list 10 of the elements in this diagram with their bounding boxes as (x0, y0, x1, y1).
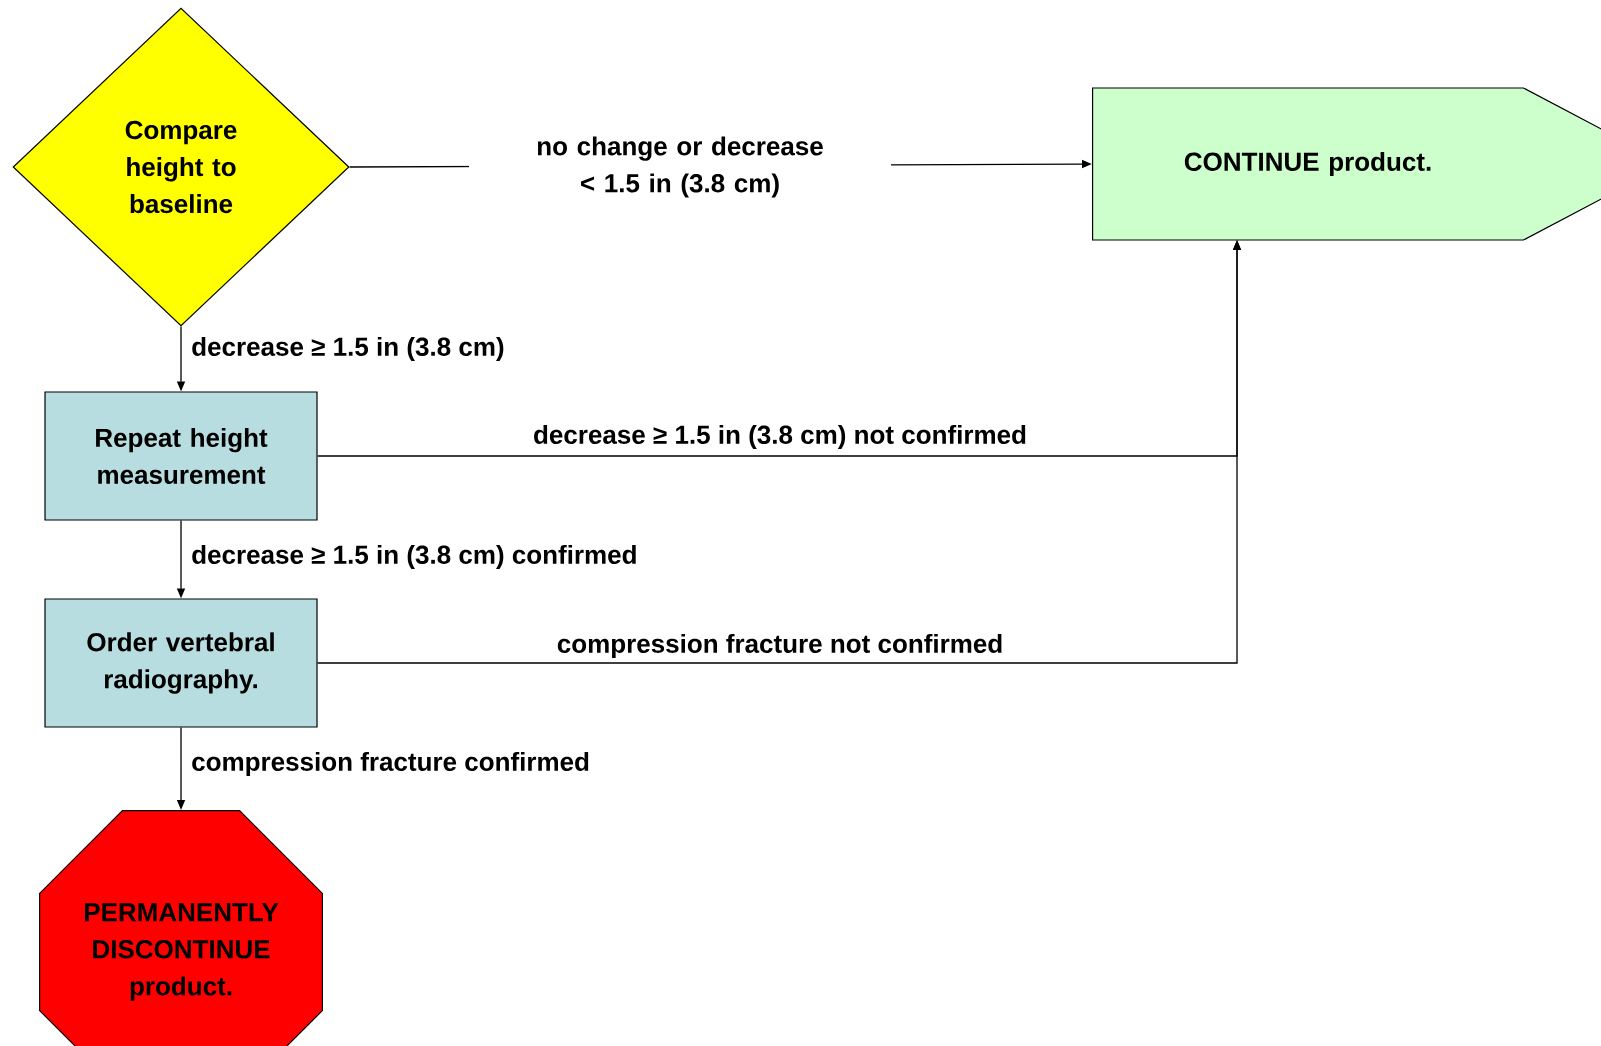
edge-label: decrease ≥ 1.5 in (3.8 cm) (192, 336, 504, 362)
edge-label: compression fracture confirmed (192, 751, 589, 777)
stop-octagon: PERMANENTLY DISCONTINUE product. (39, 810, 324, 1046)
process-box: Order vertebral radiography. (44, 598, 318, 728)
edge-label: compression fracture not confirmed (557, 633, 1002, 659)
edge-label: no change or decrease < 1.5 in (3.8 cm) (469, 135, 891, 199)
arrow-shape-box: CONTINUE product. (1092, 87, 1601, 241)
edge-label: decrease ≥ 1.5 in (3.8 cm) confirmed (192, 544, 636, 570)
process-box: Repeat height measurement (44, 391, 318, 521)
edge-label: decrease ≥ 1.5 in (3.8 cm) not confirmed (534, 424, 1026, 450)
